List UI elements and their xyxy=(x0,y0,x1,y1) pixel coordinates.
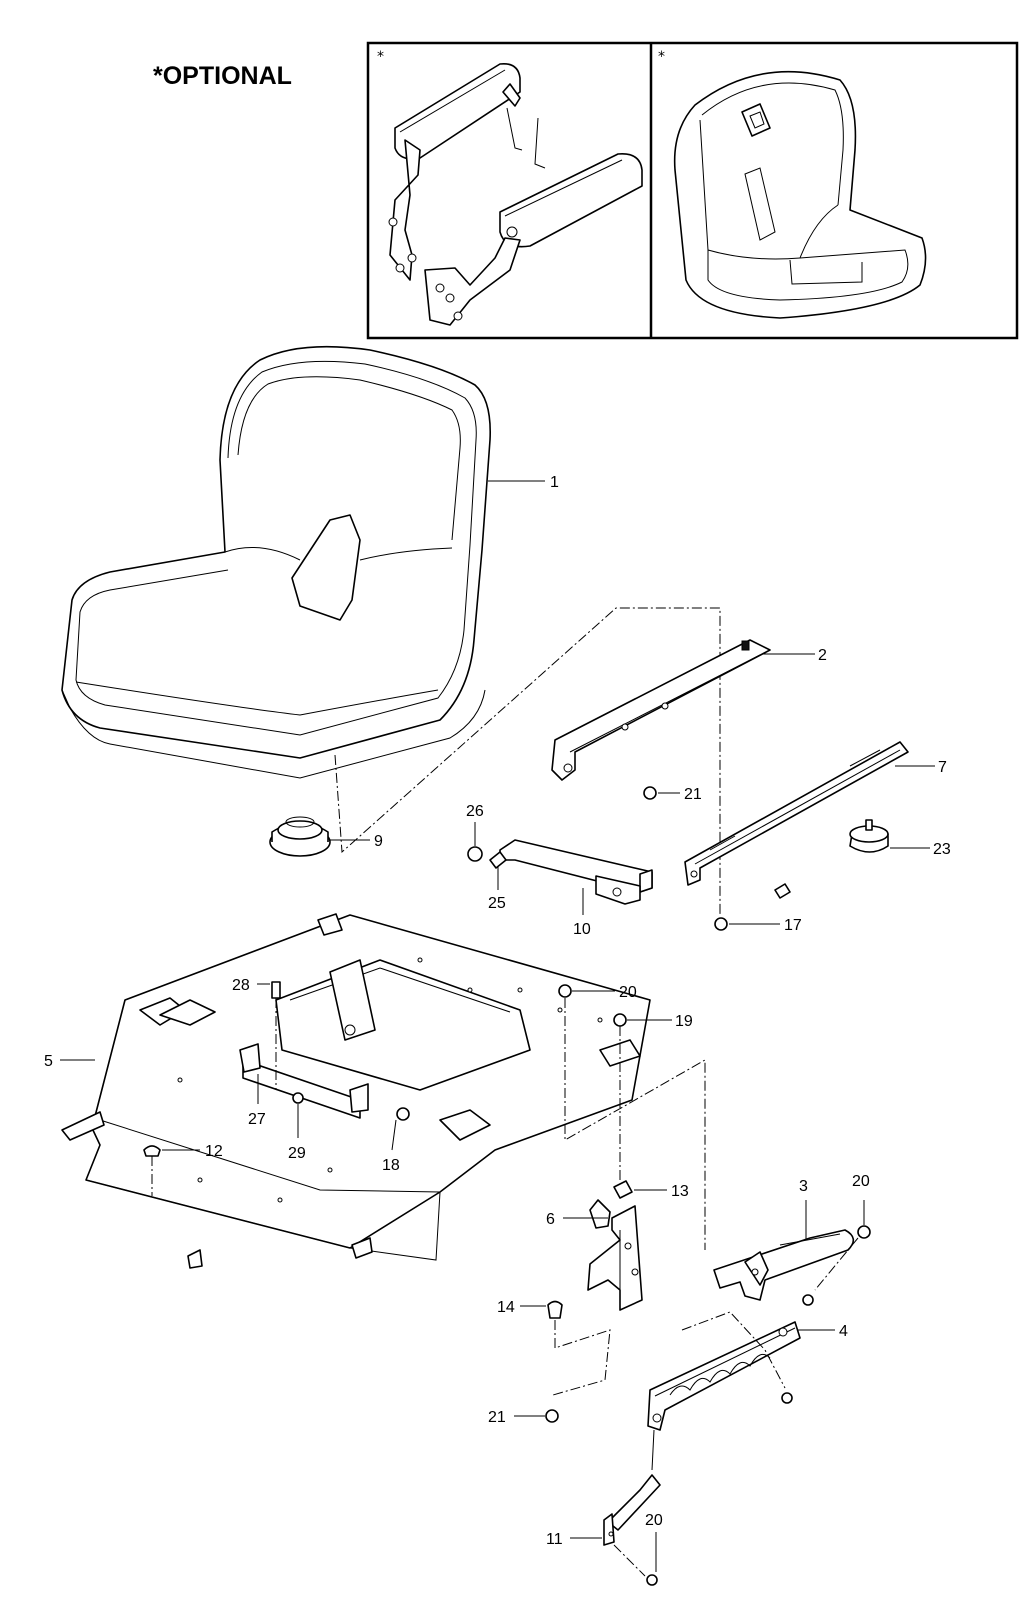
callout-14: 14 xyxy=(497,1299,515,1316)
bolt-17 xyxy=(714,917,728,931)
bolt-19 xyxy=(613,1013,627,1027)
callout-29: 29 xyxy=(288,1145,306,1162)
adjuster-plate-4 xyxy=(647,1321,801,1431)
optional-armrest-star: * xyxy=(377,49,384,65)
callout-17: 17 xyxy=(784,917,802,934)
callout-13: 13 xyxy=(671,1183,689,1200)
rubber-bumper xyxy=(849,819,889,853)
callout-11: 11 xyxy=(546,1531,563,1548)
optional-seat-star: * xyxy=(658,49,665,65)
callout-5: 5 xyxy=(44,1053,53,1070)
callout-28: 28 xyxy=(232,977,250,994)
nut-18 xyxy=(396,1107,410,1121)
callout-10: 10 xyxy=(573,921,591,938)
callout-23: 23 xyxy=(933,841,951,858)
seat xyxy=(61,345,492,779)
bolt-28 xyxy=(271,981,281,999)
optional-high-back-seat xyxy=(673,70,927,319)
callout-12: 12 xyxy=(205,1143,223,1160)
nut-21-upper xyxy=(643,786,657,800)
callout-4: 4 xyxy=(839,1323,848,1340)
callout-9: 9 xyxy=(374,833,383,850)
latch-bracket xyxy=(499,839,653,905)
callout-3: 3 xyxy=(799,1178,808,1195)
callout-27: 27 xyxy=(248,1111,266,1128)
washer-29 xyxy=(292,1092,304,1104)
callout-18: 18 xyxy=(382,1157,400,1174)
callout-20a: 20 xyxy=(619,984,637,1001)
pin-25 xyxy=(489,851,507,869)
callout-20c: 20 xyxy=(645,1512,663,1529)
bolt-20-right xyxy=(857,1225,871,1239)
callout-7: 7 xyxy=(938,759,947,776)
callout-20b: 20 xyxy=(852,1173,870,1190)
bracket-6 xyxy=(587,1199,643,1311)
optional-label: *OPTIONAL xyxy=(153,62,292,90)
seat-knob xyxy=(269,816,331,857)
bolt-20-lower xyxy=(646,1574,658,1586)
callout-6: 6 xyxy=(546,1211,555,1228)
lever-bracket-3 xyxy=(713,1229,855,1301)
callout-2: 2 xyxy=(818,647,827,664)
link-11 xyxy=(603,1429,661,1546)
optional-panels: * * xyxy=(366,41,1019,340)
clip-13 xyxy=(613,1180,633,1199)
callout-25: 25 xyxy=(488,895,506,912)
optional-armrest-kit xyxy=(388,62,643,326)
rivet xyxy=(774,883,791,899)
seat-slide-rail xyxy=(551,639,771,781)
callout-19: 19 xyxy=(675,1013,693,1030)
bolt-20-upper xyxy=(558,984,572,998)
seat-rail-7 xyxy=(684,741,909,886)
plug-12 xyxy=(143,1145,161,1157)
pin-14 xyxy=(547,1300,563,1319)
callout-26: 26 xyxy=(466,803,484,820)
callout-1: 1 xyxy=(550,474,559,491)
callout-21a: 21 xyxy=(684,786,702,803)
nut-21-lower xyxy=(545,1409,559,1423)
pin-26 xyxy=(467,846,483,862)
seat-pan xyxy=(61,913,651,1269)
callout-21b: 21 xyxy=(488,1409,506,1426)
